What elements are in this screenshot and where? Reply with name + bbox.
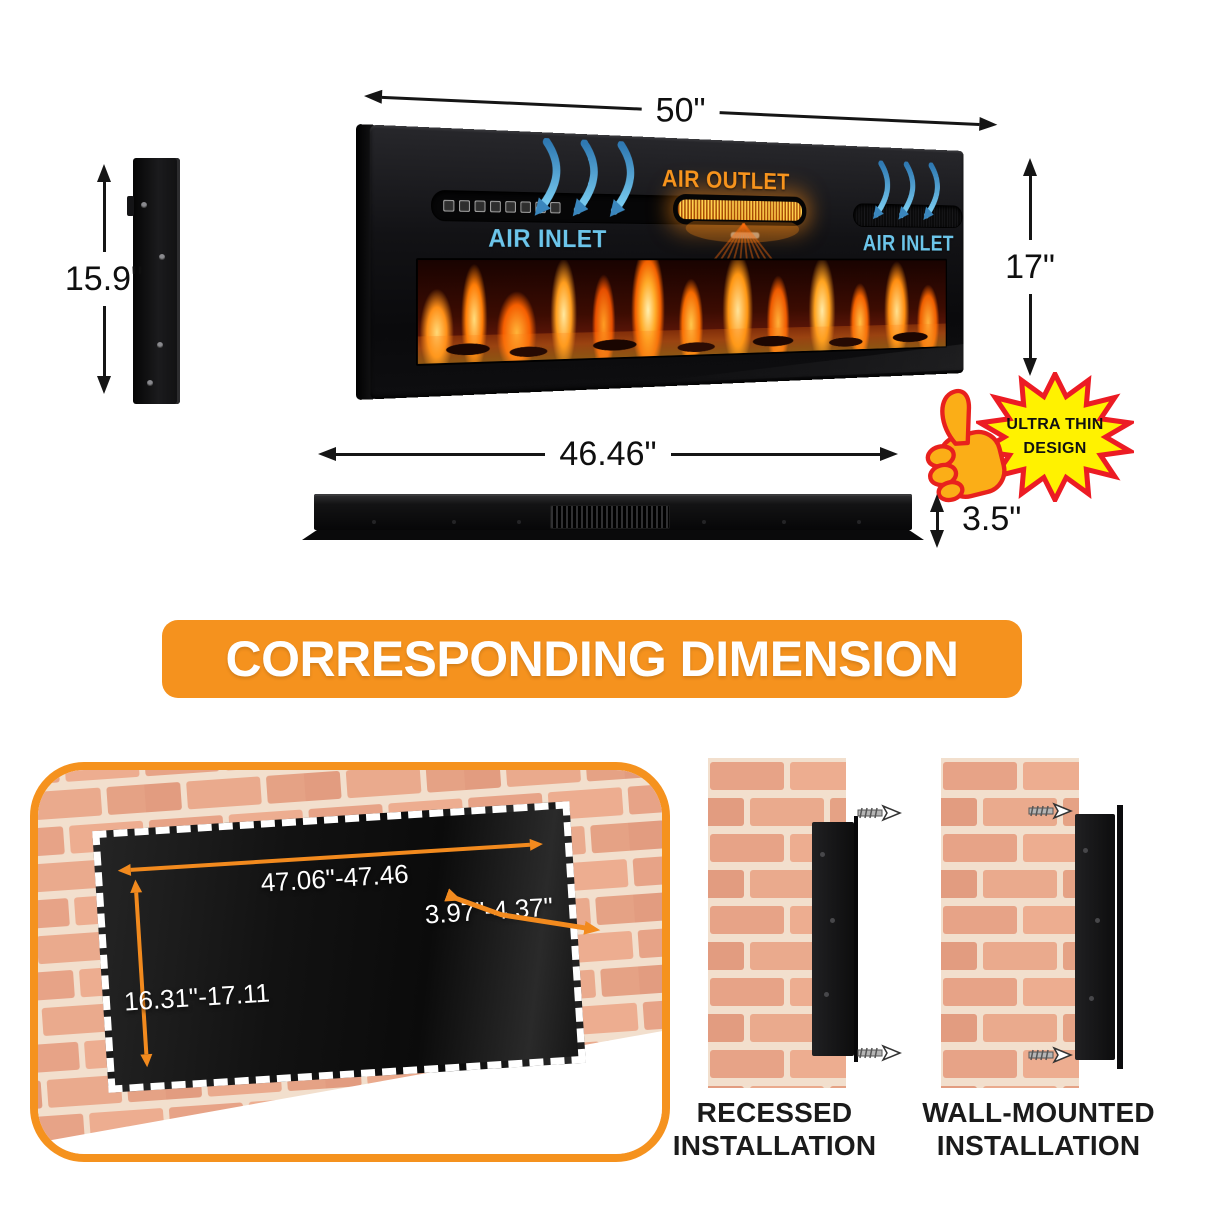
screw-dot [820,852,825,857]
badge-line1: ULTRA THIN [1006,416,1104,433]
arrowhead-up [1023,158,1037,176]
arrowhead-up [97,164,111,182]
heater-glow [677,199,803,221]
wall-mounted-caption-line2: INSTALLATION [936,1130,1141,1162]
recessed-installation-figure [708,756,918,1090]
arrowhead-down [97,376,111,394]
ultra-thin-badge: ULTRA THIN DESIGN [918,372,1134,504]
arrowhead-down [1023,358,1037,376]
recessed-caption-line1: RECESSED [696,1097,853,1128]
fireplace-face: AIR OUTLET AIR INLET AIR INLET [370,125,964,400]
starburst-icon [976,372,1134,502]
bottom-flange [302,530,924,540]
bottom-width-label: 46.46" [559,435,657,473]
control-icon [443,199,455,212]
bottom-width-arrow: 46.46" [318,437,898,471]
screw-dot [782,520,786,524]
screw-dot [1089,996,1094,1001]
screw-icon [857,1044,902,1062]
flame-display [415,258,948,366]
arrowhead-right [979,116,998,132]
screw-dot [824,992,829,997]
arrowhead-up [930,494,944,512]
arrowhead-left [363,89,383,104]
bottom-depth-arrow [927,494,947,548]
control-icon [458,200,471,212]
screw-dot [147,380,153,386]
wall-mounted-caption: WALL-MOUNTED INSTALLATION [896,1096,1181,1162]
side-view-panel [127,158,180,404]
air-inlet-right-label: AIR INLET [862,230,954,256]
vent-grille [550,505,670,529]
bottom-view-panel [302,490,924,540]
screw-icon [1028,802,1073,820]
wall-cutout: 47.06"-47.46 16.31"-17.11 3.97"-4.37" [92,801,601,1093]
badge-text: ULTRA THIN DESIGN [976,372,1134,502]
recessed-caption: RECESSED INSTALLATION [652,1096,897,1162]
front-height-label: 17" [1005,248,1055,286]
airflow-arrows-right-icon [867,160,952,224]
air-inlet-left-label: AIR INLET [488,223,607,253]
cutout-height-arrow [128,879,154,1068]
screw-dot [830,918,835,923]
screw-dot [857,520,861,524]
panel-flange [1117,805,1123,1069]
badge-line2: DESIGN [1023,440,1087,457]
wall-mounted-installation-figure [941,756,1171,1090]
arrowhead-right [880,447,898,461]
airflow-arrows-left-icon [526,137,653,222]
recessed-caption-line2: INSTALLATION [672,1130,877,1162]
section-banner: CORRESPONDING DIMENSION [162,620,1022,698]
fireplace-body-recessed [812,816,858,1062]
arrowhead-left [318,447,336,461]
screw-dot [157,342,163,348]
thumbs-up-icon [925,388,1007,503]
screw-dot [702,520,706,524]
fireplace-body-wall-mounted [1075,805,1123,1069]
screw-dot [372,520,376,524]
control-icon [505,201,516,213]
wall-mounted-caption-line1: WALL-MOUNTED [922,1097,1155,1128]
mounting-tab [127,196,134,216]
banner-title: CORRESPONDING DIMENSION [225,631,959,687]
air-outlet-label: AIR OUTLET [661,164,790,195]
cutout-dimension-panel: 47.06"-47.46 16.31"-17.11 3.97"-4.37" [30,762,670,1162]
screw-dot [517,520,521,524]
screw-dot [452,520,456,524]
side-height-label: 15.9" [64,260,144,298]
fireplace-front-view: AIR OUTLET AIR INLET AIR INLET [356,124,964,400]
cutout-depth-arrow [444,888,601,935]
control-icon [490,200,501,213]
screw-dot [1095,918,1100,923]
screw-dot [159,254,165,260]
screw-icon [857,804,902,822]
panel-lip [854,816,858,1062]
screw-dot [1083,848,1088,853]
screw-icon [1028,1046,1073,1064]
screw-dot [141,202,147,208]
front-width-arrow: 50" [363,86,998,135]
front-height-arrow: 17" [1005,158,1055,376]
control-icon [474,200,486,213]
side-height-arrow: 15.9" [65,164,143,394]
front-width-label: 50" [655,91,706,130]
bottom-depth-label: 3.5" [962,500,1022,538]
arrowhead-down [930,530,944,548]
